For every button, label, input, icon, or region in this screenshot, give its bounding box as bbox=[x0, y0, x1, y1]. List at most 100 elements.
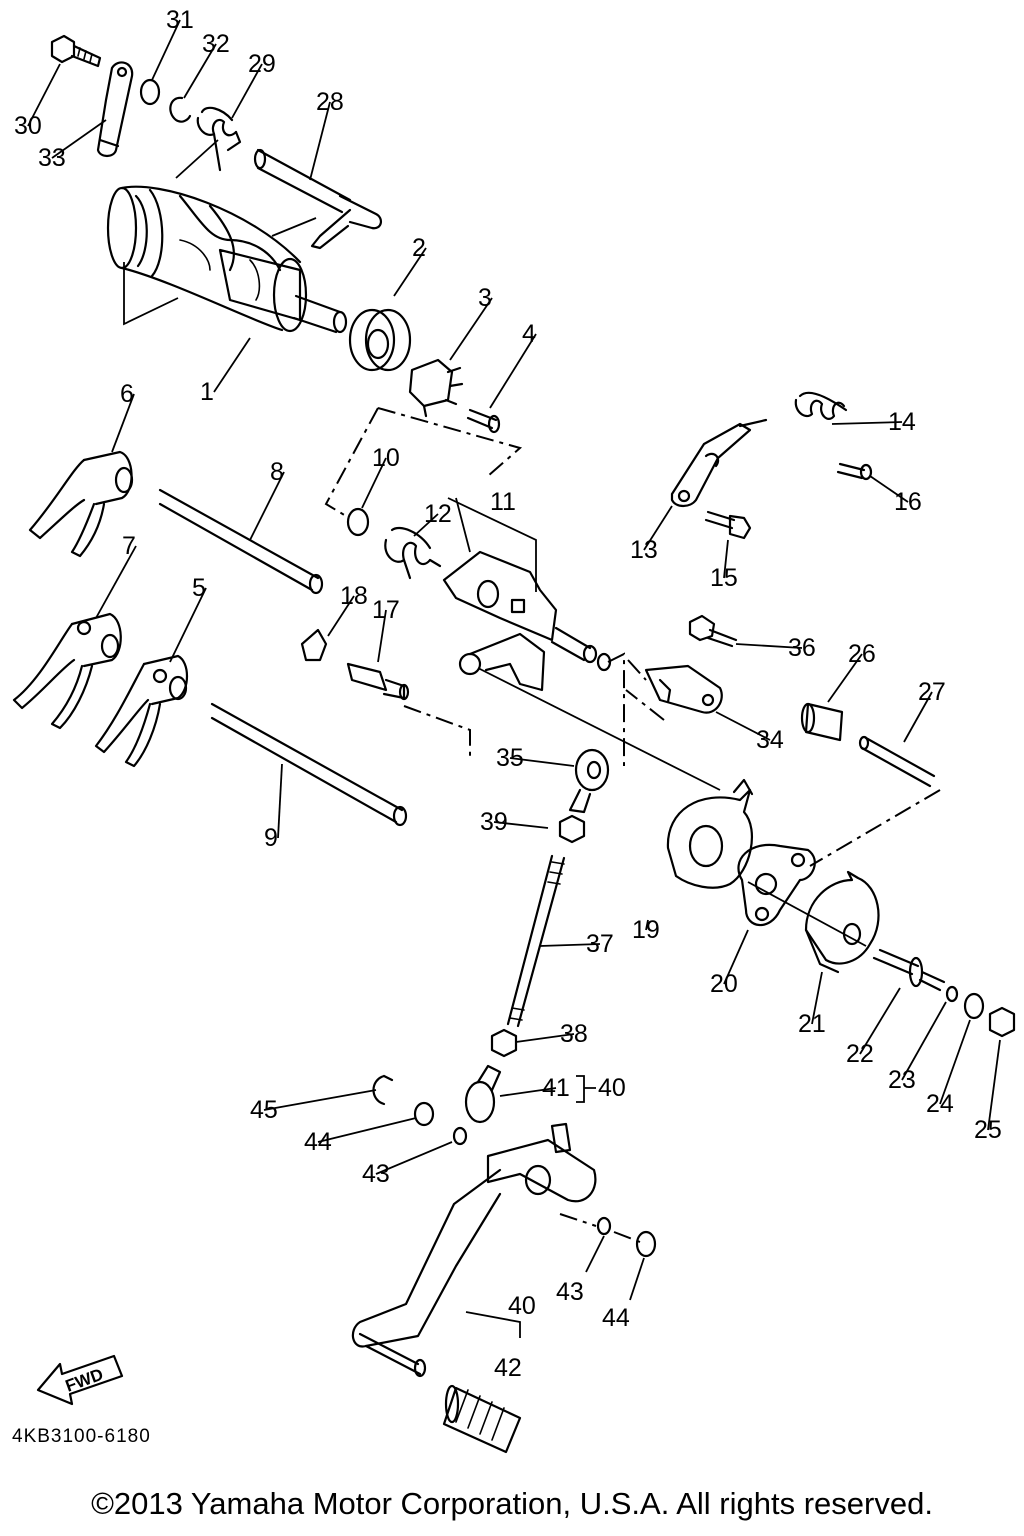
part-label-41: 41 bbox=[542, 1074, 570, 1102]
part-9-guide-bar bbox=[210, 702, 408, 827]
part-17-stud-bolt bbox=[346, 662, 410, 701]
leader-line-12 bbox=[413, 513, 439, 537]
part-37-shift-rod bbox=[506, 854, 566, 1028]
part-label-16: 16 bbox=[894, 488, 922, 516]
part-8-guide-bar bbox=[158, 488, 324, 595]
part-25-nut bbox=[988, 1006, 1016, 1038]
part-label-36: 36 bbox=[788, 634, 816, 662]
part-43-oring-right bbox=[596, 1216, 612, 1236]
part-label-19: 19 bbox=[632, 916, 660, 944]
stopper-roller bbox=[738, 418, 768, 428]
part-44-washer bbox=[413, 1101, 435, 1127]
leader-line-6 bbox=[111, 393, 135, 453]
bracket-11-right bbox=[377, 407, 523, 477]
assembly-11-bracket bbox=[447, 497, 537, 592]
leader-line-45 bbox=[263, 1089, 377, 1111]
part-34-shift-arm bbox=[644, 664, 723, 714]
leader-line-29 bbox=[231, 63, 263, 119]
part-label-28: 28 bbox=[316, 88, 344, 116]
leader-line-5 bbox=[169, 587, 207, 663]
part-38-nut bbox=[490, 1028, 518, 1058]
leader-line-22 bbox=[859, 987, 901, 1055]
leader-line-2 bbox=[393, 247, 427, 297]
leader-line-3 bbox=[449, 297, 493, 361]
leader-line-44 bbox=[317, 1117, 417, 1143]
part-40-shift-pedal bbox=[351, 1122, 597, 1378]
part-19-lever bbox=[666, 778, 754, 889]
part-label-27: 27 bbox=[918, 678, 946, 706]
part-label-20: 20 bbox=[710, 970, 738, 998]
leader-line-38 bbox=[515, 1033, 575, 1043]
part-label-38: 38 bbox=[560, 1020, 588, 1048]
leader-line-13 bbox=[643, 505, 673, 551]
part-labels: 1234567891011121314151617181920212223242… bbox=[14, 6, 1002, 1382]
part-2-bearing bbox=[348, 308, 412, 372]
part-label-31: 31 bbox=[166, 6, 194, 34]
leader-line-10 bbox=[361, 457, 387, 509]
part-label-3: 3 bbox=[478, 284, 492, 312]
part-label-45: 45 bbox=[250, 1096, 278, 1124]
leader-line-30 bbox=[27, 63, 61, 127]
part-label-30: 30 bbox=[14, 112, 42, 140]
part-45-circlip bbox=[372, 1074, 394, 1106]
leader-line-7 bbox=[95, 545, 137, 619]
part-label-7: 7 bbox=[122, 532, 136, 560]
part-6-shift-fork bbox=[28, 450, 134, 558]
part-label-24: 24 bbox=[926, 1090, 954, 1118]
part-label-1: 1 bbox=[200, 378, 214, 406]
part-10-washer bbox=[346, 507, 370, 537]
leader-line-28 bbox=[309, 101, 331, 181]
part-16-pin bbox=[836, 462, 873, 481]
leader-line-9 bbox=[277, 763, 283, 839]
part-33-lever bbox=[96, 61, 134, 158]
leader-line-43 bbox=[375, 1141, 453, 1175]
part-label-33: 33 bbox=[38, 144, 66, 172]
part-label-35: 35 bbox=[496, 744, 524, 772]
leader-line-4 bbox=[489, 333, 537, 409]
part-label-17: 17 bbox=[372, 596, 400, 624]
part-label-44: 44 bbox=[304, 1128, 332, 1156]
drawing-code: 4KB3100-6180 bbox=[12, 1426, 151, 1447]
label-44-right-text: 44 bbox=[602, 1304, 630, 1332]
label-43-right: 43 bbox=[556, 1235, 605, 1306]
part-41-rod-end bbox=[464, 1064, 502, 1124]
part-28-shift-shaft bbox=[253, 148, 382, 250]
part-label-32: 32 bbox=[202, 30, 230, 58]
part-43-oring bbox=[452, 1126, 468, 1146]
part-label-21: 21 bbox=[798, 1010, 826, 1038]
leader-line-18 bbox=[327, 595, 355, 637]
leader-line-21 bbox=[811, 971, 823, 1025]
leader-line-32 bbox=[183, 43, 217, 99]
part-26-collar bbox=[800, 702, 844, 742]
part-4-screw bbox=[466, 408, 501, 434]
part-label-2: 2 bbox=[412, 234, 426, 262]
part-42-pedal-rubber bbox=[442, 1384, 522, 1454]
part-5-shift-fork bbox=[94, 654, 189, 768]
leader-line-35 bbox=[509, 757, 575, 767]
part-label-29: 29 bbox=[248, 50, 276, 78]
label-43-right-text: 43 bbox=[556, 1278, 584, 1306]
part-label-10: 10 bbox=[372, 444, 400, 472]
leader-line-16 bbox=[869, 475, 909, 503]
part-44-washer-right bbox=[635, 1230, 657, 1258]
bracket-11-left bbox=[324, 407, 379, 517]
part-23-washer bbox=[945, 985, 959, 1003]
leader-line-36 bbox=[735, 643, 803, 649]
leader-line-23 bbox=[901, 1001, 947, 1081]
leader-line-20 bbox=[723, 929, 749, 985]
leader-line-41 bbox=[499, 1087, 557, 1097]
part-11-shift-shaft bbox=[442, 550, 612, 692]
copyright-notice: ©2013 Yamaha Motor Corporation, U.S.A. A… bbox=[91, 1486, 933, 1521]
part-label-25: 25 bbox=[974, 1116, 1002, 1144]
leader-line-33 bbox=[51, 119, 107, 159]
part-label-12: 12 bbox=[424, 500, 452, 528]
label-41-40-text: 40 bbox=[598, 1074, 626, 1102]
fwd-label: FWD bbox=[63, 1365, 106, 1396]
part-36-bolt bbox=[688, 614, 738, 648]
part-20-plate bbox=[737, 843, 816, 927]
label-40-pedal: 40 bbox=[465, 1292, 536, 1338]
leader-line-17 bbox=[377, 609, 387, 663]
leader-line-24 bbox=[939, 1019, 971, 1105]
leader-line-27 bbox=[903, 691, 933, 743]
